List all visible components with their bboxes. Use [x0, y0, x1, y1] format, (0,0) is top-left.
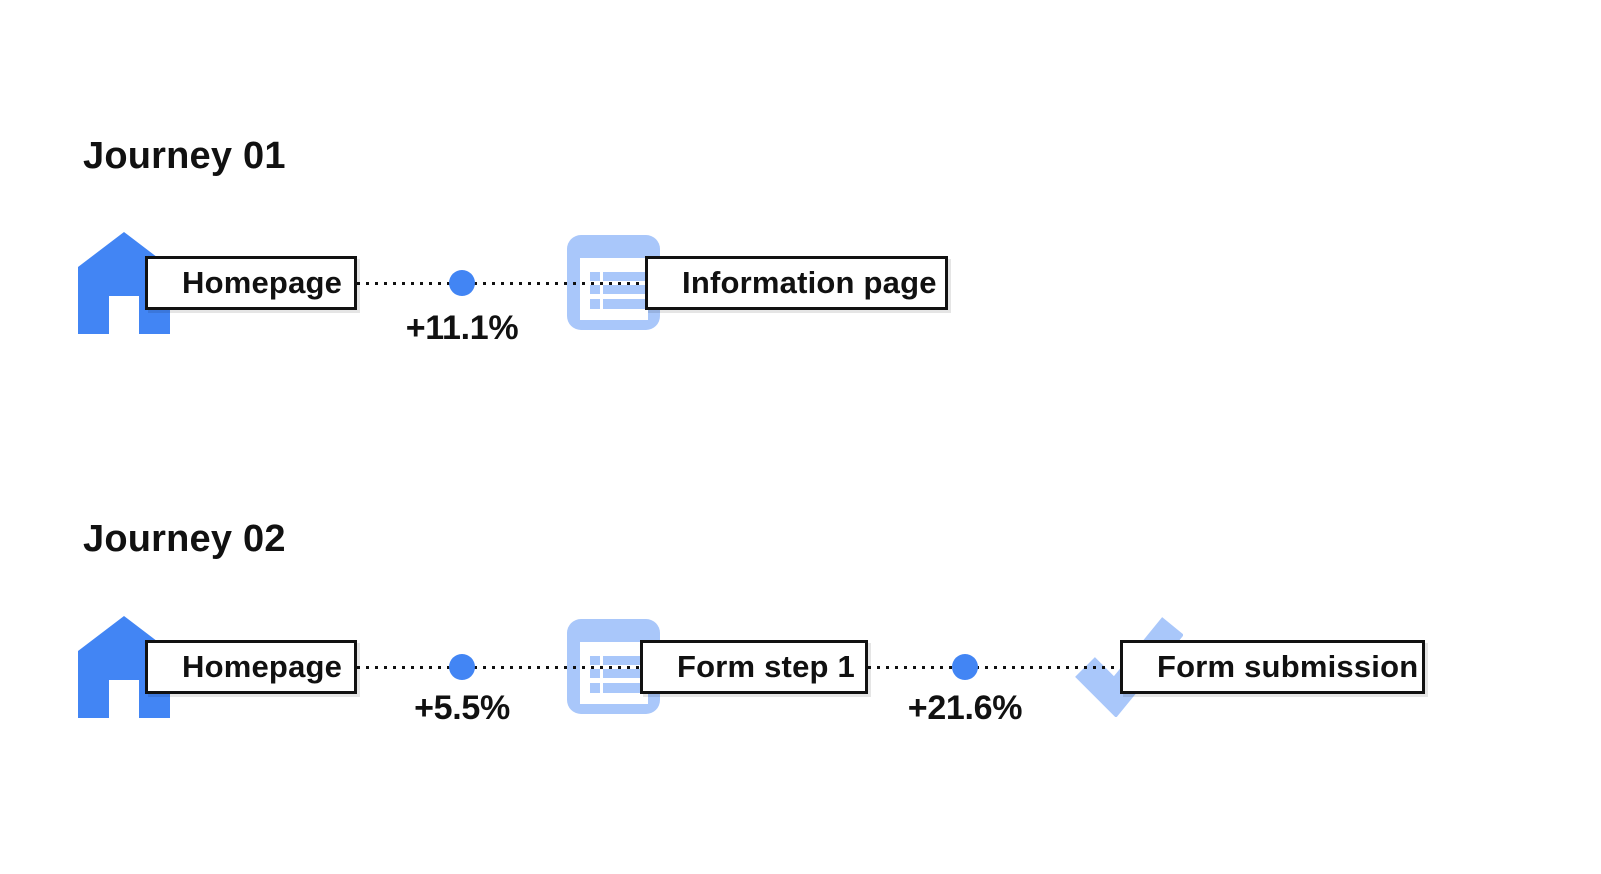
- node-label: Homepage: [182, 649, 343, 684]
- connector-dot: [449, 654, 475, 680]
- connector-dot: [952, 654, 978, 680]
- node-box-homepage: Homepage: [145, 256, 357, 310]
- node-label: Homepage: [182, 265, 343, 300]
- node-label: Information page: [682, 265, 937, 300]
- transition-delta-label: +11.1%: [405, 309, 519, 347]
- dotted-connector: [357, 282, 645, 285]
- transition-delta-label: +21.6%: [907, 689, 1023, 727]
- node-label: Form step 1: [677, 649, 855, 684]
- node-label: Form submission: [1157, 649, 1419, 684]
- dotted-connector: [868, 666, 1120, 669]
- connector-dot: [449, 270, 475, 296]
- node-box-form-step-1: Form step 1: [640, 640, 868, 694]
- journey-1-title: Journey 01: [83, 135, 286, 177]
- node-box-form-submission: Form submission: [1120, 640, 1425, 694]
- node-box-information-page: Information page: [645, 256, 948, 310]
- transition-delta-label: +5.5%: [414, 689, 510, 727]
- journey-2-title: Journey 02: [83, 518, 286, 560]
- node-box-homepage: Homepage: [145, 640, 357, 694]
- dotted-connector: [357, 666, 640, 669]
